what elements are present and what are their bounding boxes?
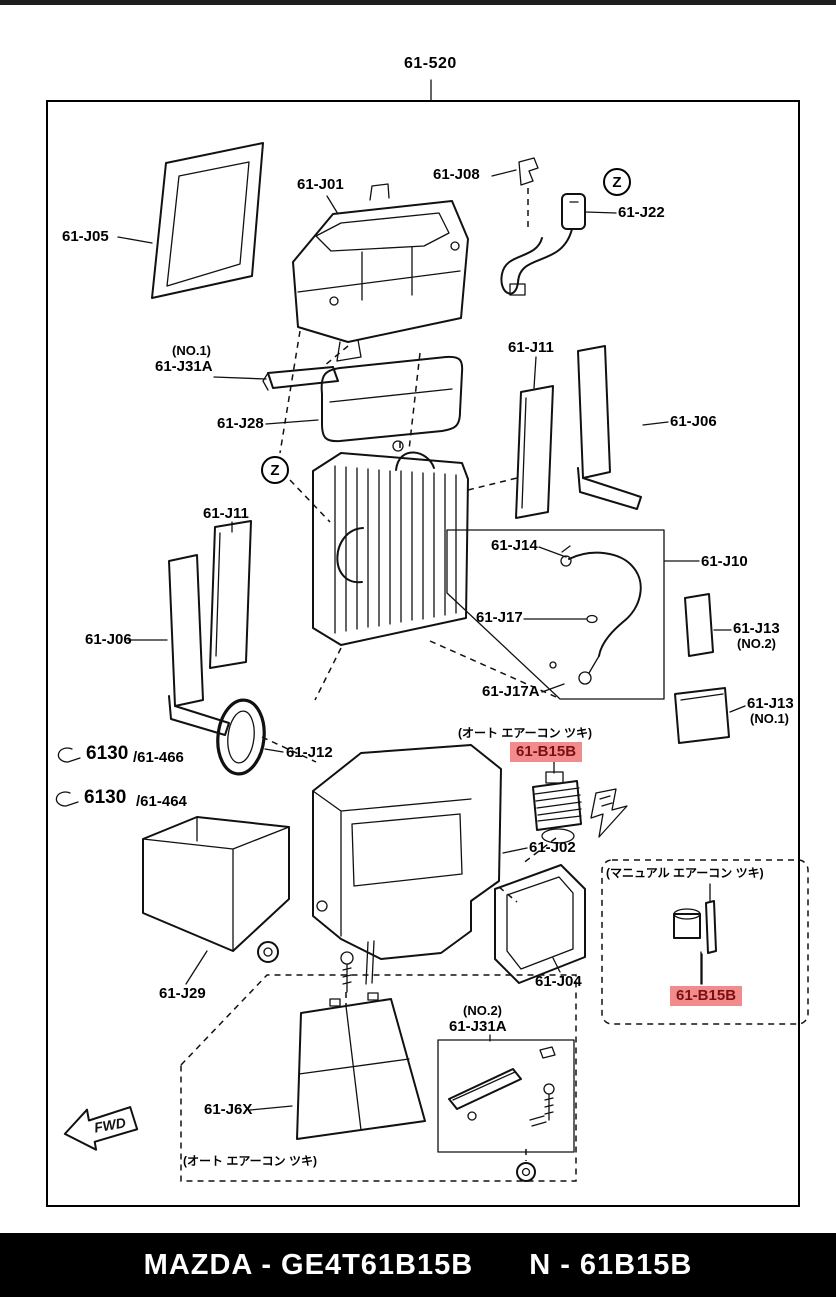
part-label-label: (マニュアル エアーコン ツキ) — [606, 866, 764, 880]
part-label-61-j10: 61-J10 — [701, 553, 748, 570]
part-label-6130: 6130 — [86, 743, 129, 764]
part-label-61-j13: 61-J13 — [747, 695, 794, 712]
part-label-61-j08: 61-J08 — [433, 166, 480, 183]
detail-box-61-J31A-no2 — [437, 1039, 575, 1153]
part-art-61-J31A-no1 — [262, 366, 339, 391]
part-art-61-J11-left — [209, 520, 252, 669]
footer-part-code: MAZDA - GE4T61B15B — [143, 1248, 474, 1281]
part-label-61-j17a: 61-J17A — [482, 683, 540, 700]
assembly-dashed-lines — [261, 188, 557, 1161]
part-label-61-464: /61-464 — [136, 793, 187, 810]
part-label-no-2: (NO.2) — [463, 1003, 502, 1018]
part-label-61-j13: 61-J13 — [733, 620, 780, 637]
part-art-61-J22 — [500, 193, 586, 296]
part-art-61-J06-right — [577, 345, 642, 510]
part-label-61-j6x: 61-J6X — [204, 1101, 253, 1118]
part-label-61-j31a: 61-J31A — [155, 358, 213, 375]
part-art-61-J13-no1 — [674, 687, 730, 744]
part-label-61-j14: 61-J14 — [491, 537, 538, 554]
part-label-label: (オート エアーコン ツキ) — [183, 1154, 317, 1168]
part-label-61-j02: 61-J02 — [529, 839, 576, 856]
part-label-61-j06: 61-J06 — [670, 413, 717, 430]
part-label-61-j22: 61-J22 — [618, 204, 665, 221]
part-label-61-j31a: 61-J31A — [449, 1018, 507, 1035]
part-label-61-j01: 61-J01 — [297, 176, 344, 193]
footer-bar: MAZDA - GE4T61B15B N - 61B15B — [0, 1233, 836, 1297]
part-label-no-1: (NO.1) — [750, 711, 789, 726]
grommet-icon — [257, 941, 279, 963]
part-label-61-b15b-highlight[interactable]: 61-B15B — [670, 986, 743, 1006]
part-label-61-j29: 61-J29 — [159, 985, 206, 1002]
part-art-61-J01 — [292, 183, 469, 362]
hook-icon — [57, 747, 81, 763]
part-art-61-J14 — [549, 545, 642, 685]
part-art-61-J12 — [216, 698, 266, 776]
footer-part-number: N - 61B15B — [529, 1248, 693, 1281]
part-art-61-B15B-auto — [532, 771, 628, 844]
part-label-61-466: /61-466 — [133, 749, 184, 766]
fwd-label: FWD — [93, 1114, 127, 1135]
detail-box-61-J10 — [446, 529, 665, 700]
part-label-61-j17: 61-J17 — [476, 609, 523, 626]
part-art-61-J28 — [320, 355, 464, 443]
hook-icon — [55, 791, 79, 807]
z-view-marker: Z — [261, 456, 289, 484]
part-label-61-j05: 61-J05 — [62, 228, 109, 245]
part-label-61-b15b-highlight[interactable]: 61-B15B — [510, 742, 583, 762]
part-art-61-J13-no2 — [684, 593, 714, 657]
part-label-61-j12: 61-J12 — [286, 744, 333, 761]
part-label-no-1: (NO.1) — [172, 343, 211, 358]
part-art-61-J04 — [494, 864, 586, 984]
part-label-6130: 6130 — [84, 787, 127, 808]
grommet-icon — [516, 1162, 536, 1182]
part-art-61-J02 — [312, 744, 502, 985]
fwd-arrow: FWD — [63, 1106, 139, 1151]
part-art-61-J6X — [296, 992, 426, 1140]
part-art-61-J05 — [151, 142, 264, 299]
part-art-evaporator-core — [312, 440, 469, 646]
z-view-marker: Z — [603, 168, 631, 196]
manual-aircon-dashed-box — [601, 859, 809, 1025]
assembly-number-label: 61-520 — [404, 55, 457, 72]
part-label-label: (オート エアーコン ツキ) — [458, 726, 592, 740]
part-label-61-j11: 61-J11 — [203, 505, 249, 522]
screw-icon — [340, 951, 354, 993]
part-label-61-j28: 61-J28 — [217, 415, 264, 432]
part-label-61-j06: 61-J06 — [85, 631, 132, 648]
auto-aircon-dashed-box — [180, 974, 577, 1182]
part-art-61-J06-left — [168, 554, 230, 736]
part-art-61-J11-right — [515, 385, 554, 519]
leader-lines — [117, 79, 746, 1111]
part-label-no-2: (NO.2) — [737, 636, 776, 651]
part-art-61-J29 — [142, 816, 290, 952]
part-label-61-j04: 61-J04 — [535, 973, 582, 990]
part-art-61-J08 — [518, 157, 539, 186]
top-edge-strip — [0, 0, 836, 5]
part-label-61-j11: 61-J11 — [508, 339, 554, 356]
